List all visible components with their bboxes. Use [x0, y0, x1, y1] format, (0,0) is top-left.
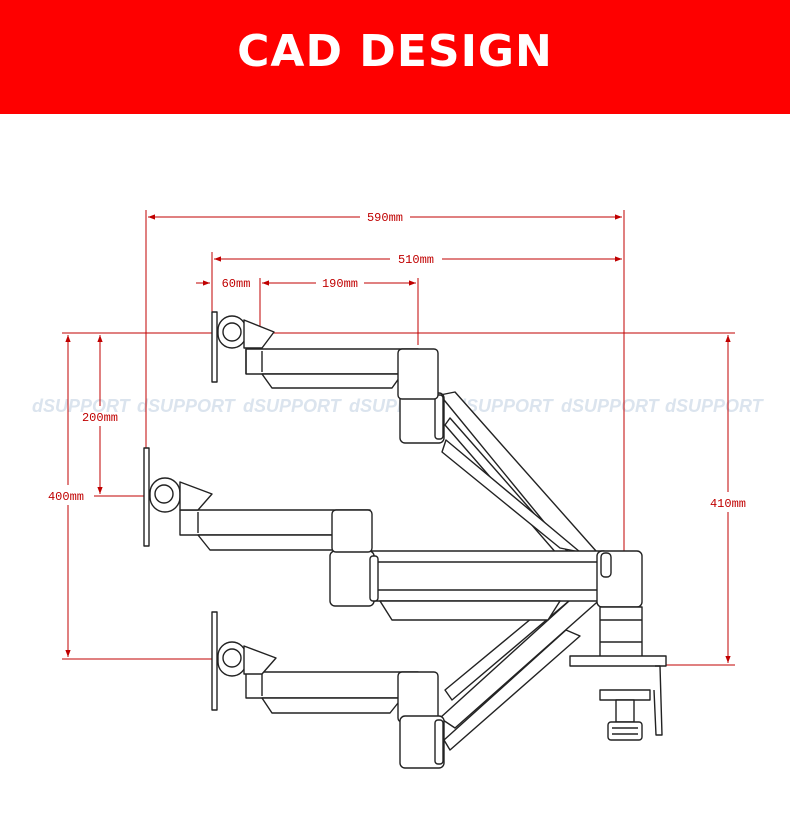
- dimension-lines: [62, 210, 735, 666]
- watermark-text: dSUPPORT: [455, 396, 555, 416]
- tilt-head-bottom: [211, 611, 277, 711]
- height-range-label: 400mm: [48, 490, 84, 504]
- arm-position-bottom: [245, 671, 445, 769]
- watermark-row: dSUPPORT dSUPPORT dSUPPORT dSUPPORT dSUP…: [32, 396, 765, 416]
- watermark-text: dSUPPORT: [665, 396, 765, 416]
- header-banner: CAD DESIGN: [0, 0, 790, 114]
- watermark-text: dSUPPORT: [243, 396, 343, 416]
- tilt-offset-label: 60mm: [222, 277, 251, 291]
- cad-drawing: dSUPPORT dSUPPORT dSUPPORT dSUPPORT dSUP…: [32, 210, 765, 769]
- arm-reach-label: 510mm: [398, 253, 434, 267]
- watermark-text: dSUPPORT: [32, 396, 132, 416]
- max-height-label: 410mm: [710, 497, 746, 511]
- overall-reach-label: 590mm: [367, 211, 403, 225]
- arm-position-top: [245, 348, 445, 444]
- upper-arm-label: 190mm: [322, 277, 358, 291]
- watermark-text: dSUPPORT: [137, 396, 237, 416]
- watermark-text: dSUPPORT: [561, 396, 661, 416]
- arm-position-middle: [179, 509, 373, 553]
- tilt-head-top: [211, 311, 275, 383]
- tilt-head-middle: [143, 447, 213, 547]
- half-height-label: 200mm: [82, 411, 118, 425]
- dimension-labels: 590mm 510mm 60mm 190mm 200mm 400mm 410mm: [48, 211, 746, 511]
- pole-mount: [569, 550, 667, 741]
- monitor-arm-line-art: [143, 311, 667, 769]
- page-title: CAD DESIGN: [237, 26, 553, 77]
